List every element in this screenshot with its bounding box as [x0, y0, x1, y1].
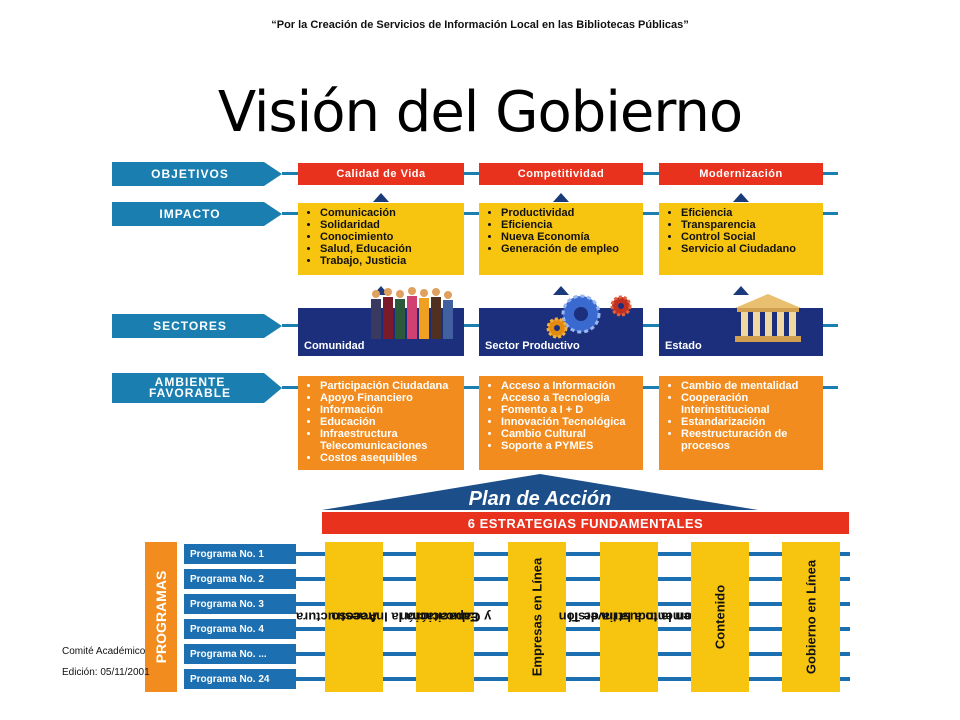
footer-edition: Edición: 05/11/2001 [62, 667, 150, 678]
list-item: Acceso a Información [501, 380, 639, 392]
list-item: Eficiencia [681, 207, 819, 219]
sectores-arrow: SECTORES [112, 314, 282, 338]
footer-committee: Comité Académico [62, 646, 146, 657]
ambiente-label-line2: FAVORABLE [148, 386, 232, 400]
list-item: Conocimiento [320, 231, 460, 243]
strategy-column: Contenido [691, 542, 749, 692]
list-item: Cambio de mentalidad [681, 380, 819, 392]
up-arrow-icon [733, 193, 749, 202]
slide-title: Visión del Gobierno [217, 80, 743, 145]
list-item: Eficiencia [501, 219, 639, 231]
list-item: Reestructuración de procesos [681, 428, 819, 452]
impacto-box-calidad: Comunicación Solidaridad Conocimiento Sa… [298, 203, 464, 275]
strategy-label: Gobierno en Línea [803, 559, 819, 675]
objetivos-arrow: OBJETIVOS [112, 162, 282, 186]
sector-estado: Estado [659, 294, 823, 356]
ambiente-label-line1: AMBIENTE [154, 375, 226, 389]
program-line [296, 652, 850, 656]
list-item: Transparencia [681, 219, 819, 231]
program-item: Programa No. 4 [184, 619, 296, 639]
gears-icon [546, 294, 632, 339]
list-item: Fomento a I + D [501, 404, 639, 416]
strategies-banner: 6 ESTRATEGIAS FUNDAMENTALES [322, 512, 849, 534]
up-arrow-icon [553, 286, 569, 295]
list-item: Generación de empleo [501, 243, 639, 255]
list-item: Innovación Tecnológica [501, 416, 639, 428]
program-item: Programa No. 3 [184, 594, 296, 614]
sector-label: Comunidad [304, 340, 365, 352]
program-item: Programa No. 2 [184, 569, 296, 589]
list-item: Nueva Economía [501, 231, 639, 243]
people-icon [371, 287, 453, 339]
government-building-icon [735, 294, 801, 342]
up-arrow-icon [373, 286, 389, 295]
up-arrow-icon [733, 286, 749, 295]
list-item: Estandarización [681, 416, 819, 428]
impacto-box-modernizacion: Eficiencia Transparencia Control Social … [659, 203, 823, 275]
list-item: Solidaridad [320, 219, 460, 231]
impacto-label: IMPACTO [159, 206, 221, 221]
plan-title: Plan de Acción [468, 488, 612, 510]
strategy-column: Gobierno en Línea [782, 542, 840, 692]
heading-competitividad: Competitividad [479, 163, 643, 185]
strategy-label: Contenido [712, 584, 728, 650]
program-item: Programa No. ... [184, 644, 296, 664]
list-item: Costos asequibles [320, 452, 460, 464]
strategy-label: y Capacitación [399, 609, 491, 625]
list-item: Apoyo Financiero [320, 392, 460, 404]
list-item: Acceso a Tecnología [501, 392, 639, 404]
sectores-label: SECTORES [153, 318, 227, 333]
impacto-arrow: IMPACTO [112, 202, 282, 226]
program-line [296, 627, 850, 631]
program-line [296, 577, 850, 581]
program-line [296, 602, 850, 606]
list-item: Información [320, 404, 460, 416]
impacto-box-competitividad: Productividad Eficiencia Nueva Economía … [479, 203, 643, 275]
list-item: Participación Ciudadana [320, 380, 460, 392]
strategy-label: Empresas en Línea [529, 557, 545, 677]
list-item: Control Social [681, 231, 819, 243]
strategy-column: Empresas en Línea [508, 542, 566, 692]
list-item: Comunicación [320, 207, 460, 219]
ambiente-box-calidad: Participación Ciudadana Apoyo Financiero… [298, 376, 464, 470]
ambiente-box-competitividad: Acceso a Información Acceso a Tecnología… [479, 376, 643, 470]
program-item: Programa No. 24 [184, 669, 296, 689]
list-item: Cambio Cultural [501, 428, 639, 440]
list-item: Salud, Educación [320, 243, 460, 255]
program-line [296, 552, 850, 556]
list-item: Cooperación Interinstitucional [681, 392, 819, 416]
list-item: Trabajo, Justicia [320, 255, 460, 267]
up-arrow-icon [373, 193, 389, 202]
list-item: Productividad [501, 207, 639, 219]
program-line [296, 677, 850, 681]
sector-productivo: Sector Productivo [479, 294, 643, 356]
list-item: Infraestructura Telecomunicaciones [320, 428, 460, 452]
strategy-label: en la Industria de TI [567, 609, 691, 625]
objetivos-label: OBJETIVOS [151, 166, 229, 181]
program-item: Programa No. 1 [184, 544, 296, 564]
list-item: Educación [320, 416, 460, 428]
list-item: Soporte a PYMES [501, 440, 639, 452]
sector-label: Estado [665, 340, 702, 352]
ambiente-box-modernizacion: Cambio de mentalidad Cooperación Interin… [659, 376, 823, 470]
strategy-label: a la Infraestructura [295, 609, 413, 625]
sector-comunidad: Comunidad [298, 287, 464, 356]
programas-label: PROGRAMAS [153, 570, 169, 664]
list-item: Servicio al Ciudadano [681, 243, 819, 255]
programas-label-box: PROGRAMAS [145, 542, 177, 692]
sector-label: Sector Productivo [485, 340, 580, 352]
heading-modernizacion: Modernización [659, 163, 823, 185]
up-arrow-icon [553, 193, 569, 202]
heading-calidad-de-vida: Calidad de Vida [298, 163, 464, 185]
header-quote: “Por la Creación de Servicios de Informa… [271, 19, 689, 31]
